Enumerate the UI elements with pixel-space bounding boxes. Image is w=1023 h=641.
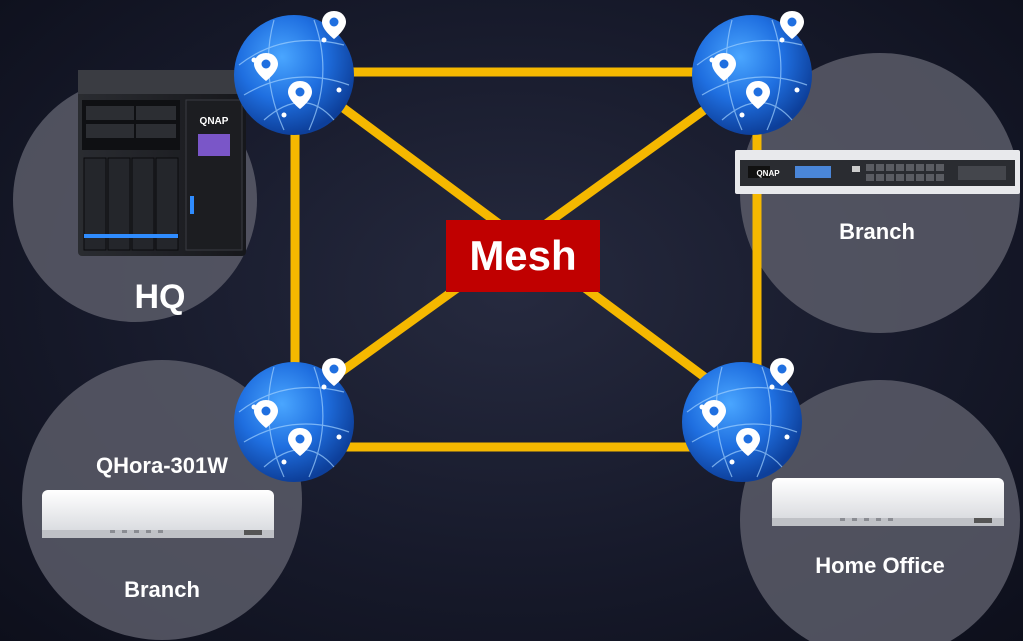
- globe-node-top-right: [692, 11, 812, 135]
- site-label-hq: HQ: [134, 278, 186, 316]
- site-label-home-office: Home Office: [815, 553, 945, 578]
- device-label-qhora: QHora-301W: [95, 453, 229, 478]
- mesh-badge: Mesh: [446, 220, 600, 292]
- site-label-branch-top-right: Branch: [839, 219, 915, 244]
- hq-nas-brand: QNAP: [200, 116, 229, 127]
- qhora-router-bottom-left: [42, 490, 274, 538]
- switch-brand: QNAP: [756, 169, 780, 178]
- globe-node-bottom-right: [682, 358, 802, 482]
- rack-switch-device: [735, 150, 1020, 194]
- qhora-router-home-office: [772, 478, 1004, 526]
- globe-node-bottom-left: [234, 358, 354, 482]
- globe-node-top-left: [234, 11, 354, 135]
- hq-nas-device: [78, 70, 246, 256]
- site-label-branch-bottom-left: Branch: [124, 577, 200, 602]
